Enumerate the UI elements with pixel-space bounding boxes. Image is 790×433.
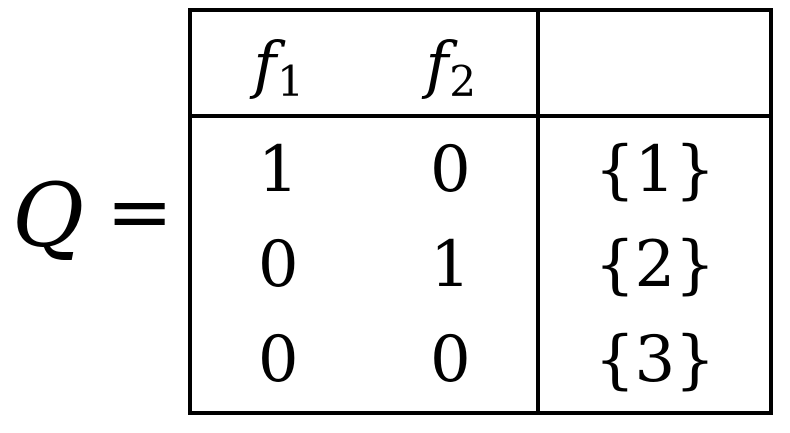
header-f2-subscript: 2 [449,56,477,106]
header-f2-base: f [425,28,449,101]
column-header-f2: f2 [364,12,539,118]
cell-f1: 1 [192,116,365,215]
equals-sign: = [106,165,174,258]
column-header-f1: f1 [192,12,365,118]
cell-value: 0 [429,132,471,207]
cell-set: {1} [536,116,769,215]
table-header: f1 f2 [192,12,769,118]
cell-value: 0 [257,227,299,302]
column-header-set-empty [536,12,769,118]
table-row: 1 0 {1} [192,116,769,215]
cell-f1: 0 [192,314,365,413]
header-row: f1 f2 [192,12,769,118]
matrix-symbol-q: Q [12,164,85,267]
cell-f2: 0 [365,314,539,413]
math-label-f2: f2 [425,34,476,103]
cell-set: {3} [536,314,769,413]
cell-value: 1 [257,132,299,207]
cell-f2: 0 [365,116,539,215]
cell-value: 0 [429,322,471,397]
cell-f1: 0 [192,215,365,314]
q-table: f1 f2 1 0 [192,12,769,413]
cell-value: {2} [594,227,715,302]
cell-value: 0 [257,322,299,397]
q-table-frame: f1 f2 1 0 [188,8,773,415]
cell-value: 1 [429,227,471,302]
header-f1-base: f [253,28,277,101]
table-row: 0 1 {2} [192,215,769,314]
table-row: 0 0 {3} [192,314,769,413]
math-label-f1: f1 [253,34,304,103]
equation-left-hand-side: Q = [10,168,180,264]
cell-value: {1} [594,132,715,207]
cell-set: {2} [536,215,769,314]
cell-value: {3} [594,322,715,397]
table-body: 1 0 {1} 0 1 [192,116,769,413]
header-f1-subscript: 1 [277,56,304,106]
cell-f2: 1 [365,215,539,314]
